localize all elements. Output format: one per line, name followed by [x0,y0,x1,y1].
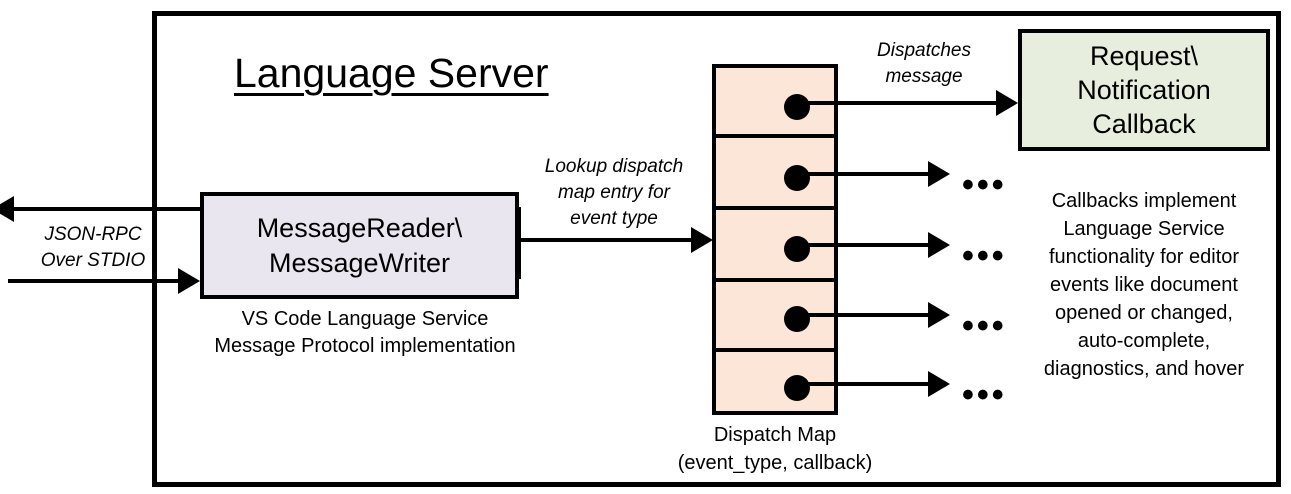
dispatch-ellipsis-5: ••• [962,376,1007,414]
inbound-channel-line [8,279,180,283]
table-row[interactable] [716,138,834,210]
dispatches-message-line2: message [885,66,963,87]
callback-caption-line6: auto-complete, [1077,330,1211,352]
lookup-arrow-arrowhead [691,227,713,253]
page-title: Language Server [234,50,549,96]
callback-caption-line4: events like document [1050,274,1238,296]
dispatch-arrow-arrowhead-2 [928,161,950,187]
dispatch-map-caption-line2: (event_type, callback) [677,452,873,474]
dispatch-ellipsis-4: ••• [962,307,1007,345]
dispatch-arrow-line-3 [800,243,932,247]
language-server-boundary [152,11,1281,487]
message-reader-writer-box[interactable]: MessageReader\ MessageWriter [200,192,519,299]
message-reader-label: MessageReader\ [256,212,463,243]
jsonrpc-label-line1: JSON-RPC [44,224,142,245]
dispatch-arrow-arrowhead-4 [928,302,950,328]
lookup-label-line1: Lookup dispatch [544,156,684,177]
dispatch-arrow-line-5 [800,382,932,386]
lookup-label-line3: event type [570,208,658,229]
callback-caption-line2: Language Service [1063,218,1225,240]
callback-caption-line5: opened or changed, [1055,302,1233,324]
table-row[interactable] [716,210,834,282]
dispatches-message-line1: Dispatches [877,40,971,61]
callback-caption-line3: functionality for editor [1048,246,1240,268]
message-box-caption-line2: Message Protocol implementation [214,335,516,357]
lookup-dispatch-label: Lookup dispatch map entry for event type [519,154,709,232]
dispatch-entry-dot [784,94,810,120]
lookup-arrow-riser [517,207,521,279]
dispatch-entry-dot [784,306,810,332]
inbound-channel-arrowhead [178,268,200,294]
jsonrpc-channel-label: JSON-RPC Over STDIO [28,222,158,274]
callback-box-line2: Notification [1077,75,1211,105]
dispatch-arrow-arrowhead-1 [996,90,1018,116]
dispatch-ellipsis-2: ••• [962,166,1007,204]
message-box-caption: VS Code Language Service Message Protoco… [185,306,545,360]
callback-caption-line1: Callbacks implement [1051,190,1237,212]
message-writer-label: MessageWriter [268,247,451,278]
dispatch-entry-dot [784,236,810,262]
dispatches-message-label: Dispatches message [838,38,1010,90]
dispatch-arrow-line-2 [800,172,932,176]
dispatch-ellipsis-3: ••• [962,237,1007,275]
callback-caption-line7: diagnostics, and hover [1043,358,1245,380]
callback-box-line3: Callback [1092,109,1196,139]
dispatch-entry-dot [784,375,810,401]
dispatch-entry-dot [784,165,810,191]
table-row[interactable] [716,68,834,138]
request-notification-callback-box[interactable]: Request\ Notification Callback [1018,29,1270,151]
callback-box-caption: Callbacks implement Language Service fun… [1010,187,1278,383]
table-row[interactable] [716,282,834,352]
dispatch-arrow-line-4 [800,313,932,317]
dispatch-map-caption: Dispatch Map (event_type, callback) [625,421,925,477]
lookup-label-line2: map entry for [558,182,670,203]
dispatch-arrow-arrowhead-3 [928,232,950,258]
message-box-caption-line1: VS Code Language Service [241,308,489,330]
dispatch-arrow-arrowhead-5 [928,371,950,397]
dispatch-arrow-line-1 [800,101,1000,105]
outbound-channel-arrowhead [0,196,14,222]
callback-box-line1: Request\ [1089,41,1199,71]
dispatch-map-table[interactable] [712,64,838,415]
jsonrpc-label-line2: Over STDIO [40,250,146,271]
dispatch-map-caption-line1: Dispatch Map [713,424,837,446]
lookup-arrow-line [517,238,693,242]
outbound-channel-line [14,207,204,211]
